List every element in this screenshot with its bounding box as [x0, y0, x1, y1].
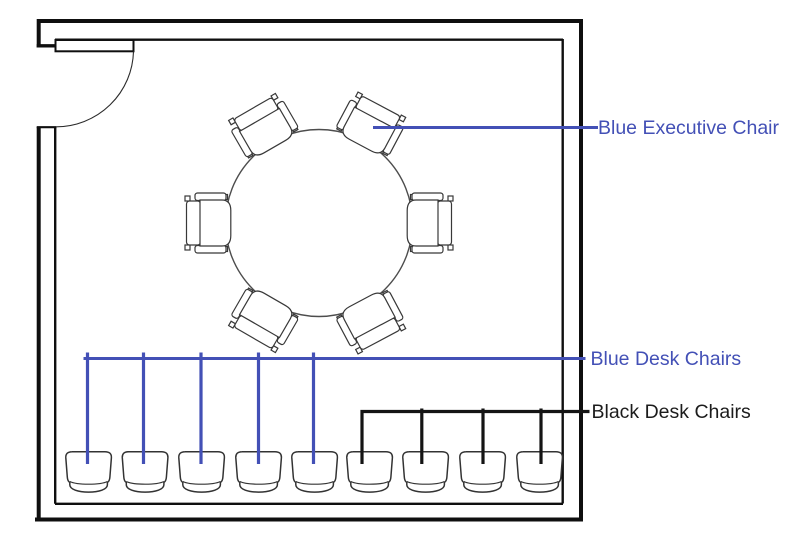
label-blue-executive-chair: Blue Executive Chair	[598, 116, 780, 139]
executive-chair	[184, 192, 232, 254]
black-leader-lines	[360, 408, 590, 464]
room-walls	[35, 19, 583, 522]
blue-leader-lines	[83, 126, 598, 464]
door-leaf	[54, 39, 135, 53]
door	[54, 39, 135, 128]
round-table	[224, 128, 414, 318]
executive-chair	[406, 192, 454, 254]
desk-chair	[346, 450, 394, 493]
door-swing-arc	[56, 51, 135, 128]
desk-chair	[121, 450, 169, 493]
desk-chair	[402, 450, 450, 493]
label-blue-desk-chairs: Blue Desk Chairs	[590, 347, 742, 370]
label-black-desk-chairs: Black Desk Chairs	[591, 400, 751, 423]
black-desk-chairs-leader-line	[360, 409, 590, 464]
